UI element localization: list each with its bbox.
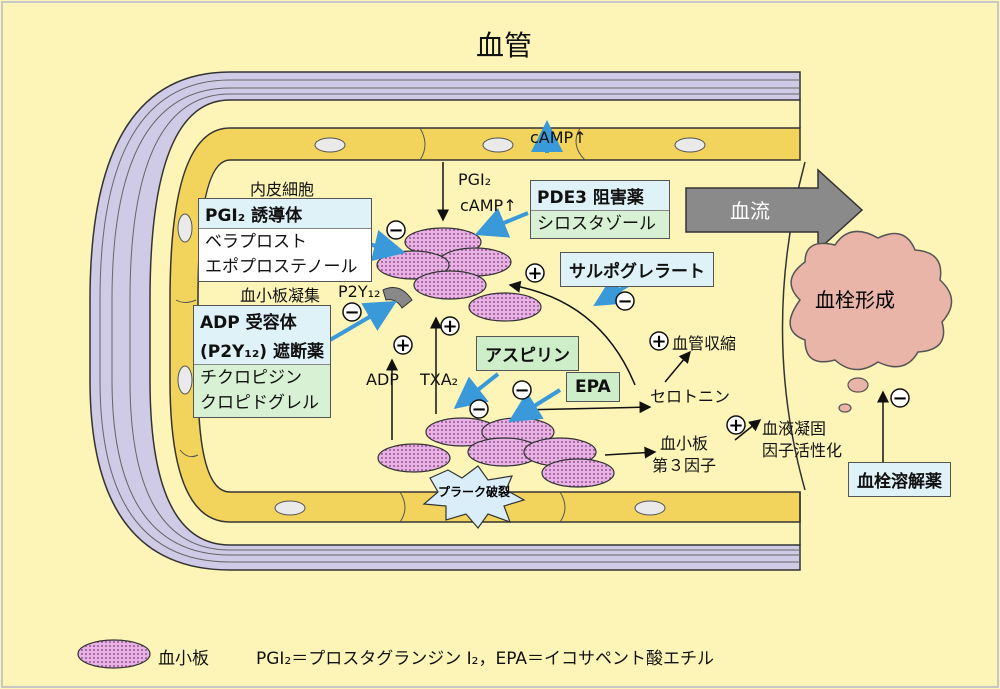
legend-platelet-icon bbox=[77, 639, 151, 669]
pgi2-inducer-item-1: ベラプロスト bbox=[199, 229, 371, 256]
sarpogrelate-tag: サルポグレラート bbox=[560, 252, 714, 287]
cell-nuclei bbox=[177, 137, 706, 516]
minus-sign-1: − bbox=[386, 220, 406, 241]
plaque-label: プラーク破裂 bbox=[438, 484, 510, 499]
thrombus-label: 血栓形成 bbox=[815, 288, 895, 312]
adp-label: ADP bbox=[366, 370, 399, 389]
coag-label-1: 血液凝固 bbox=[762, 419, 827, 438]
p2y12-label: P2Y₁₂ bbox=[338, 282, 381, 301]
thrombus-bubble-1 bbox=[847, 377, 869, 393]
svg-text:−: − bbox=[892, 388, 907, 409]
pf3-label-1: 血小板 bbox=[660, 434, 709, 453]
pf3-label-2: 第３因子 bbox=[652, 456, 717, 475]
effect-signs: − − − − − − + + + + + bbox=[342, 220, 910, 436]
plus-sign-1: + bbox=[525, 263, 545, 284]
pgi2-inducer-header: PGI₂ 誘導体 bbox=[199, 199, 371, 229]
svg-text:−: − bbox=[471, 399, 486, 420]
svg-text:−: − bbox=[514, 380, 529, 401]
svg-text:−: − bbox=[617, 291, 632, 312]
camp-top-label: cAMP↑ bbox=[530, 128, 587, 147]
endothelial-label: 内皮細胞 bbox=[250, 180, 315, 199]
bloodflow-label: 血流 bbox=[730, 199, 770, 223]
pgi2-label: PGI₂ bbox=[458, 170, 492, 189]
pde3-header: PDE3 阻害薬 bbox=[531, 181, 669, 211]
svg-text:+: + bbox=[728, 415, 743, 436]
plus-sign-5: + bbox=[726, 415, 746, 436]
pde3-item-1: シロスタゾール bbox=[531, 211, 669, 238]
thrombus-bubble-2 bbox=[838, 403, 852, 413]
camp-inner-label: cAMP↑ bbox=[460, 196, 517, 215]
legend-note: PGI₂＝プロスタグランジン I₂，EPA＝イコサペント酸エチル bbox=[256, 649, 715, 669]
pde3-box: PDE3 阻害薬 シロスタゾール bbox=[530, 180, 670, 239]
adp-blocker-header-1: ADP 受容体 bbox=[194, 306, 330, 335]
vessel-wall-lines bbox=[99, 79, 800, 563]
svg-text:−: − bbox=[388, 220, 403, 241]
svg-text:+: + bbox=[651, 331, 666, 352]
plus-sign-3: + bbox=[440, 316, 460, 337]
minus-sign-5: − bbox=[615, 291, 635, 312]
page-title: 血管 bbox=[476, 29, 533, 62]
aggregation-label: 血小板凝集 bbox=[240, 286, 321, 305]
adp-blocker-item-2: クロピドグレル bbox=[194, 392, 330, 417]
vessel-outer-wall bbox=[89, 71, 801, 571]
vasoconstriction-label: 血管収縮 bbox=[672, 334, 737, 353]
minus-sign-4: − bbox=[512, 380, 532, 401]
minus-sign-6: − bbox=[890, 388, 910, 409]
pgi2-inducer-item-2: エポプロステノール bbox=[199, 256, 371, 281]
coag-label-2: 因子活性化 bbox=[762, 441, 843, 460]
svg-text:−: − bbox=[344, 302, 359, 323]
minus-sign-2: − bbox=[342, 302, 362, 323]
svg-text:+: + bbox=[395, 335, 410, 356]
pgi2-inducer-box: PGI₂ 誘導体 ベラプロスト エポプロステノール bbox=[198, 198, 372, 282]
platelets bbox=[376, 227, 615, 488]
txa2-label: TXA₂ bbox=[420, 370, 459, 389]
thrombolytic-tag: 血栓溶解薬 bbox=[848, 462, 951, 497]
epa-tag: EPA bbox=[566, 372, 620, 402]
svg-text:+: + bbox=[527, 263, 542, 284]
plaque-burst-icon bbox=[422, 465, 526, 529]
adp-blocker-header-2: (P2Y₁₂) 遮断薬 bbox=[194, 335, 330, 365]
cell-borders bbox=[175, 127, 586, 523]
svg-text:+: + bbox=[442, 316, 457, 337]
serotonin-label: セロトニン bbox=[650, 387, 731, 406]
minus-sign-3: − bbox=[469, 399, 489, 420]
p2y12-receptor-icon bbox=[382, 287, 413, 309]
thrombus-cloud bbox=[789, 230, 953, 371]
drug-arrows bbox=[328, 208, 630, 423]
plus-sign-4: + bbox=[649, 331, 669, 352]
bloodflow-arrow bbox=[685, 168, 864, 252]
legend-platelet-label: 血小板 bbox=[158, 649, 209, 669]
adp-blocker-item-1: チクロピジン bbox=[194, 365, 330, 392]
aspirin-tag: アスピリン bbox=[476, 336, 579, 371]
plus-sign-2: + bbox=[393, 335, 413, 356]
adp-blocker-box: ADP 受容体 (P2Y₁₂) 遮断薬 チクロピジン クロピドグレル bbox=[193, 305, 331, 418]
